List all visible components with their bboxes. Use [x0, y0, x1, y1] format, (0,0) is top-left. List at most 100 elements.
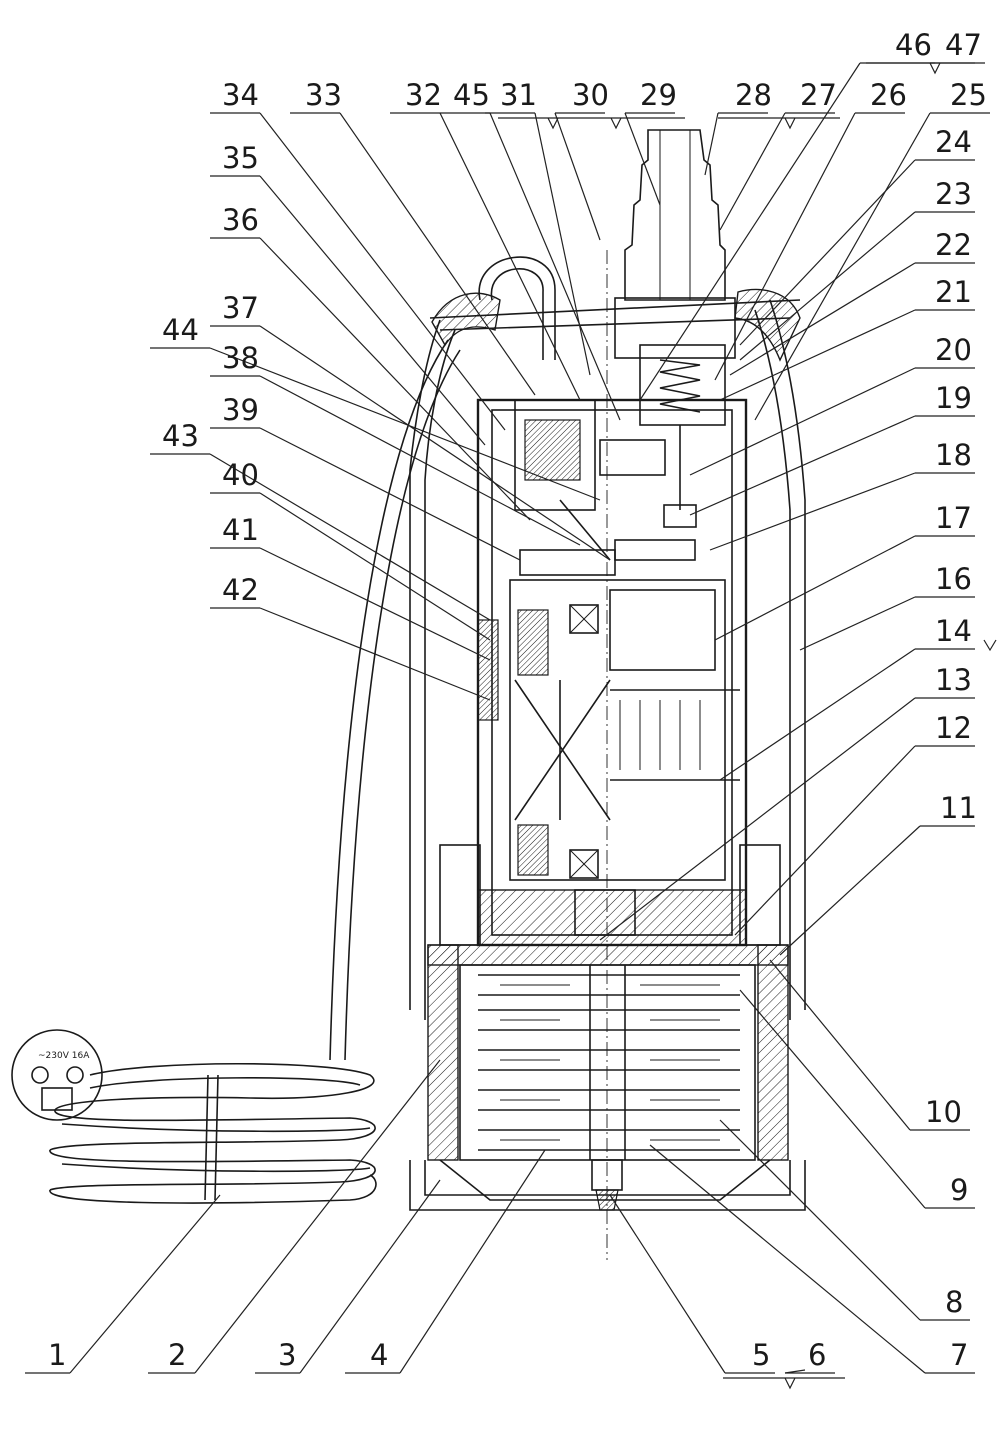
leader-line [259, 492, 491, 641]
leader-line [194, 1059, 441, 1374]
part-number-label: 40 [222, 458, 259, 492]
leader-line [399, 1149, 546, 1374]
cable-handle [478, 256, 556, 360]
part-number-label: 33 [305, 78, 342, 112]
part-number-label: 32 [405, 78, 442, 112]
leader-line [259, 427, 521, 561]
part-number-label: 45 [453, 78, 490, 112]
part-number-label: 37 [222, 291, 259, 325]
part-number-label: 8 [945, 1285, 963, 1319]
part-number-label: 30 [572, 78, 609, 112]
part-number-label: 29 [640, 78, 677, 112]
part-number-label: 7 [950, 1338, 968, 1372]
leader-line [739, 989, 926, 1209]
leader-line [739, 159, 916, 346]
leader-line [734, 745, 916, 936]
leader-line [489, 112, 621, 421]
part-number-label: 11 [940, 791, 977, 825]
part-number-label: 47 [945, 28, 982, 62]
leader-line [719, 648, 916, 781]
part-number-label: 1 [48, 1338, 66, 1372]
part-number-label: 42 [222, 573, 259, 607]
coiled-cable [49, 1062, 377, 1204]
leader-line [709, 472, 916, 551]
part-number-label: 13 [935, 663, 972, 697]
part-number-label: 31 [500, 78, 537, 112]
leader-line [209, 453, 491, 621]
capacitor [477, 619, 499, 721]
part-number-label: 38 [222, 341, 259, 375]
leader-line [719, 1119, 921, 1321]
check-valve [639, 344, 726, 528]
leader-line [69, 1194, 221, 1374]
part-number-label: 6 [808, 1338, 826, 1372]
part-number-label: 28 [735, 78, 772, 112]
leader-line [639, 62, 861, 401]
part-number-label: 36 [222, 203, 259, 237]
part-number-label: 23 [935, 177, 972, 211]
leader-line [299, 1179, 441, 1374]
part-number-label: 18 [935, 438, 972, 472]
leader-line [649, 1144, 926, 1374]
leader-line [784, 1369, 806, 1374]
cable-handle-inner [490, 268, 544, 360]
leader-line [339, 112, 536, 396]
leader-line [259, 237, 531, 521]
switch-assembly [514, 399, 696, 576]
seal-block [439, 844, 781, 946]
leader-line [799, 596, 916, 651]
part-number-label: 27 [800, 78, 837, 112]
part-number-label: 14 [935, 614, 972, 648]
part-number-label: 44 [162, 313, 199, 347]
part-number-label: 2 [168, 1338, 186, 1372]
leader-lines [25, 62, 990, 1374]
leader-line [689, 415, 916, 516]
part-number-label: 17 [935, 501, 972, 535]
leader-line [439, 112, 581, 401]
leader-line [259, 375, 581, 546]
leader-line [769, 959, 911, 1131]
leader-line [729, 262, 916, 376]
part-number-label: 21 [935, 275, 972, 309]
part-number-label: 22 [935, 228, 972, 262]
part-number-label: 20 [935, 333, 972, 367]
part-number-label: 3 [278, 1338, 296, 1372]
part-number-label: 39 [222, 393, 259, 427]
part-number-label: 34 [222, 78, 259, 112]
leader-line [609, 1194, 726, 1374]
part-number-label: 12 [935, 711, 972, 745]
leader-line [739, 211, 916, 361]
leader-line [689, 367, 916, 476]
leader-line [259, 325, 611, 561]
motor-stator [509, 579, 740, 881]
part-number-label: 25 [950, 78, 987, 112]
part-number-label: 16 [935, 562, 972, 596]
leader-line [719, 112, 786, 231]
leader-line [714, 535, 916, 641]
leader-line [714, 112, 856, 381]
part-number-label: 9 [950, 1173, 968, 1207]
leader-line [534, 112, 591, 376]
part-number-label: 10 [925, 1095, 962, 1129]
part-number-label: 19 [935, 381, 972, 415]
leader-line [754, 112, 931, 421]
pump-base [409, 1159, 806, 1211]
leader-line [259, 607, 491, 701]
pump-stages [427, 944, 789, 1161]
leader-line [704, 112, 719, 176]
leader-line [554, 112, 601, 241]
part-number-label: 46 [895, 28, 932, 62]
leader-line [719, 309, 916, 401]
leader-line [624, 112, 661, 206]
leader-line [779, 825, 921, 956]
part-number-label: 26 [870, 78, 907, 112]
part-number-label: 35 [222, 141, 259, 175]
part-number-label: 5 [752, 1338, 770, 1372]
leader-line [209, 347, 601, 501]
part-number-label: 24 [935, 125, 972, 159]
leader-line [259, 175, 486, 446]
part-number-label: 4 [370, 1338, 388, 1372]
